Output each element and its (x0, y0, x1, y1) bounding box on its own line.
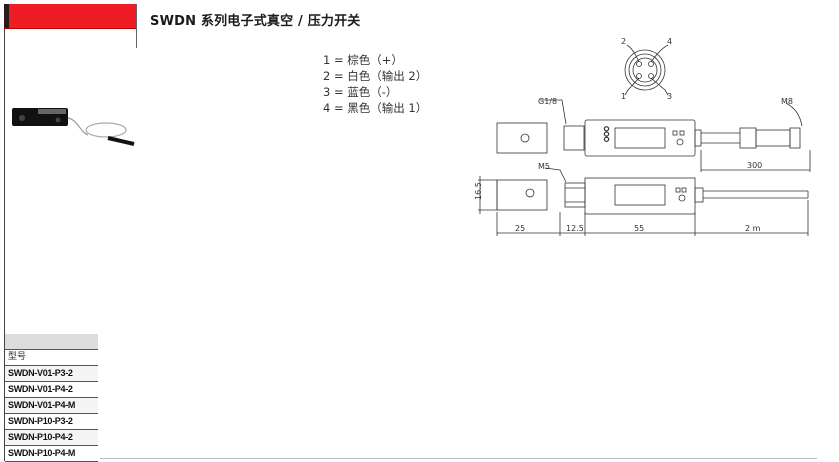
product-photo (12, 108, 135, 146)
left-border-rule (4, 4, 5, 461)
wire-2-label: 2 = 白色（输出 2） (323, 69, 428, 83)
model-table-header: 型号 (5, 350, 98, 366)
accent-bar-rule (136, 4, 137, 48)
accent-bar-edge (4, 4, 9, 28)
wire-4-label: 4 = 黑色（输出 1） (323, 101, 428, 115)
svg-text:G1/8: G1/8 (538, 97, 557, 106)
svg-text:4: 4 (667, 37, 672, 46)
model-row: SWDN-P10-P4-2 (5, 430, 98, 446)
model-table-shade (5, 334, 98, 350)
model-row: SWDN-V01-P4-M (5, 398, 98, 414)
wiring-legend: 1 = 棕色（+） 2 = 白色（输出 2） 3 = 蓝色（-） 4 = 黑色（… (323, 52, 427, 116)
model-row: SWDN-P10-P3-2 (5, 414, 98, 430)
model-table: 型号 SWDN-V01-P3-2 SWDN-V01-P4-2 SWDN-V01-… (5, 334, 98, 462)
svg-text:16.5: 16.5 (474, 182, 483, 200)
wire-1-label: 1 = 棕色（+） (323, 53, 403, 67)
section-accent-bar (4, 4, 137, 29)
svg-text:55: 55 (634, 224, 644, 233)
svg-text:2: 2 (621, 37, 626, 46)
svg-text:3: 3 (667, 92, 672, 101)
wire-3-label: 3 = 蓝色（-） (323, 85, 398, 99)
svg-text:○○○: ○○○ (603, 126, 610, 142)
technical-drawing: 2 4 1 3 ○○○ (474, 37, 811, 236)
page-title: SWDN 系列电子式真空 / 压力开关 (150, 14, 361, 29)
svg-text:25: 25 (515, 224, 525, 233)
connector-pinout-icon (624, 44, 669, 96)
svg-text:12.5: 12.5 (566, 224, 584, 233)
svg-text:2 m: 2 m (745, 224, 761, 233)
svg-text:1: 1 (621, 92, 626, 101)
model-row: SWDN-P10-P4-M (5, 446, 98, 462)
model-row: SWDN-V01-P3-2 (5, 366, 98, 382)
model-row: SWDN-V01-P4-2 (5, 382, 98, 398)
bottom-rule (100, 458, 817, 459)
svg-text:M5: M5 (538, 162, 550, 171)
svg-text:300: 300 (747, 161, 762, 170)
svg-text:M8: M8 (781, 97, 793, 106)
